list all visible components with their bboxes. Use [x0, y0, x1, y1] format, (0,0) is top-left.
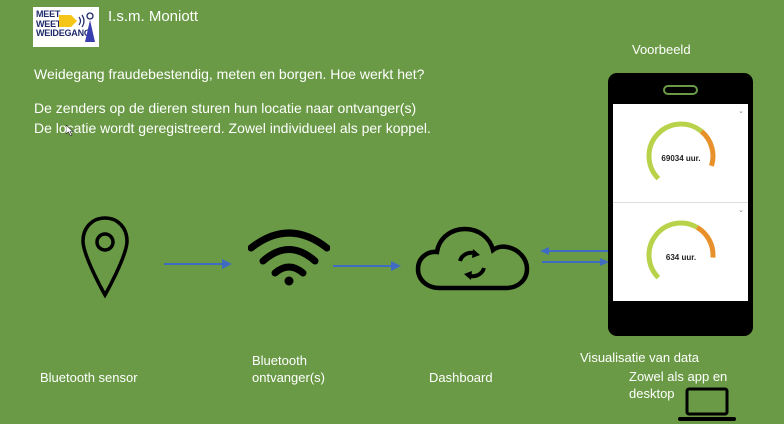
gauge-2-label: 634 uur.: [665, 253, 697, 262]
chevron-down-icon: ⌄: [738, 108, 744, 115]
intro-line-1: De zenders op de dieren sturen hun locat…: [34, 100, 417, 116]
gauge-arc-orange: [695, 225, 716, 258]
cloud-sync-icon: [415, 226, 530, 291]
logo-line-weidegang: WEIDEGANG: [36, 28, 91, 38]
logo-line-weet: WEET: [36, 18, 62, 29]
gauge-2: [646, 220, 716, 280]
mouse-cursor-icon: [66, 125, 74, 136]
gauge-1-label: 69034 uur.: [661, 154, 701, 163]
phone-mockup: ⌄ 69034 uur. ⌄ 634 uur.: [608, 73, 753, 336]
partner-title: I.s.m. Moniott: [108, 8, 199, 25]
phone-speaker: [663, 85, 698, 95]
gauge-panel-2: ⌄ 634 uur.: [613, 203, 748, 301]
intro-line-2: De locatie wordt geregistreerd. Zowel in…: [34, 120, 431, 136]
logo: MEET WEET WEIDEGANG: [33, 7, 99, 47]
chevron-down-icon: ⌄: [738, 207, 744, 214]
panel-divider: [613, 202, 748, 203]
example-title: Voorbeeld: [632, 42, 691, 57]
label-receiver-line-2: ontvanger(s): [252, 370, 325, 385]
intro-heading: Weidegang fraudebestendig, meten en borg…: [34, 66, 425, 82]
flow-arrow-1: [164, 263, 226, 265]
logo-text: MEET WEET WEIDEGANG: [36, 9, 91, 39]
gauge-panel-1: ⌄ 69034 uur.: [613, 104, 748, 201]
label-receiver-line-1: Bluetooth: [252, 353, 307, 368]
label-bluetooth-sensor: Bluetooth sensor: [40, 370, 138, 385]
label-platform-line-1: Zowel als app en: [629, 369, 728, 384]
wifi-icon: [248, 229, 330, 286]
phone-screen: ⌄ 69034 uur. ⌄ 634 uur.: [613, 104, 748, 301]
gauge-1: [646, 121, 716, 181]
arrow-head-2-icon: [391, 261, 401, 271]
label-visualisation: Visualisatie van data: [580, 350, 700, 365]
logo-line-meet: MEET: [36, 9, 61, 19]
logo-tower-icon: [85, 12, 95, 42]
laptop-icon: [678, 387, 736, 421]
label-dashboard: Dashboard: [429, 370, 493, 385]
sync-arrows: [540, 247, 609, 266]
label-platform-line-2: desktop: [629, 386, 675, 401]
gauge-arc-green: [646, 121, 704, 181]
logo-signal-icon: [59, 14, 85, 28]
gauge-arc-orange: [699, 129, 716, 167]
gauge-arc-green: [646, 220, 699, 280]
arrow-head-1-icon: [222, 259, 232, 269]
flow-arrow-2: [333, 265, 395, 267]
location-pin-icon: [81, 216, 129, 299]
